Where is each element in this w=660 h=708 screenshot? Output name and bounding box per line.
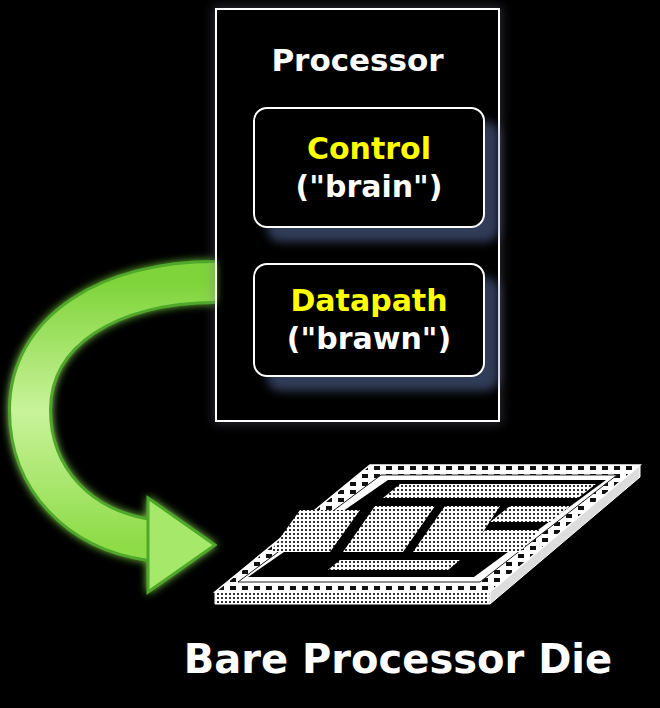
unit-nickname: ("brawn") [287,320,451,358]
die-caption: Bare Processor Die [184,636,612,682]
green-arrow [30,282,215,592]
unit-name: Control [307,130,431,168]
unit-nickname: ("brain") [296,168,443,206]
processor-box: ProcessorControl("brain") Datapath("brawn… [215,8,500,422]
box-heading: Processor [217,42,498,78]
control-box: Control("brain") [253,107,485,228]
datapath-box: Datapath("brawn") [253,263,485,377]
unit-name: Datapath [290,282,447,320]
die-illustration [215,465,640,604]
